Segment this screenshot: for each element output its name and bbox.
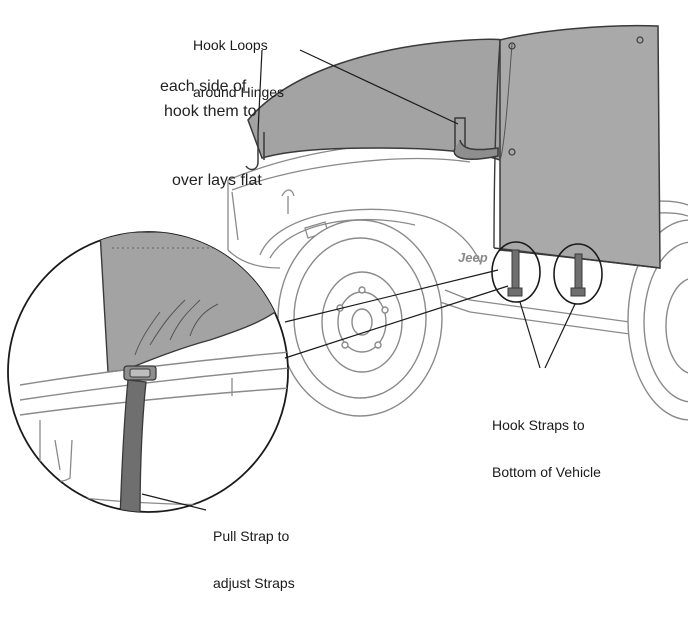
rear-wheel <box>627 219 688 421</box>
installation-diagram: Jeep <box>7 7 688 591</box>
label-hook-loops-line-2: around Hinges <box>193 84 285 101</box>
instruction-line-1: each side of <box>160 78 247 95</box>
label-pull-strap-line-2: adjust Straps <box>213 575 295 592</box>
vehicle-cover <box>247 24 661 269</box>
instruction-line-3: over lays flat <box>172 172 262 189</box>
zoom-detail <box>7 231 289 513</box>
label-hook-straps: Hook Straps to Bottom of Vehicle <box>492 387 601 512</box>
label-hook-loops: Hook Loops around Hinges <box>193 7 284 132</box>
label-pull-strap: Pull Strap to adjust Straps <box>213 498 295 623</box>
jeep-badge: Jeep <box>458 250 488 265</box>
instruction-line-2: hook them to <box>164 103 257 120</box>
diagram-drawing: Jeep <box>7 24 688 513</box>
vehicle-hook-straps <box>507 249 586 297</box>
label-hook-straps-line-1: Hook Straps to <box>492 417 585 434</box>
label-hook-straps-line-2: Bottom of Vehicle <box>492 464 601 481</box>
label-hook-loops-line-1: Hook Loops <box>193 37 268 54</box>
hinge-hooks <box>245 117 499 171</box>
leader-lines <box>141 49 576 511</box>
label-pull-strap-line-1: Pull Strap to <box>213 528 290 545</box>
